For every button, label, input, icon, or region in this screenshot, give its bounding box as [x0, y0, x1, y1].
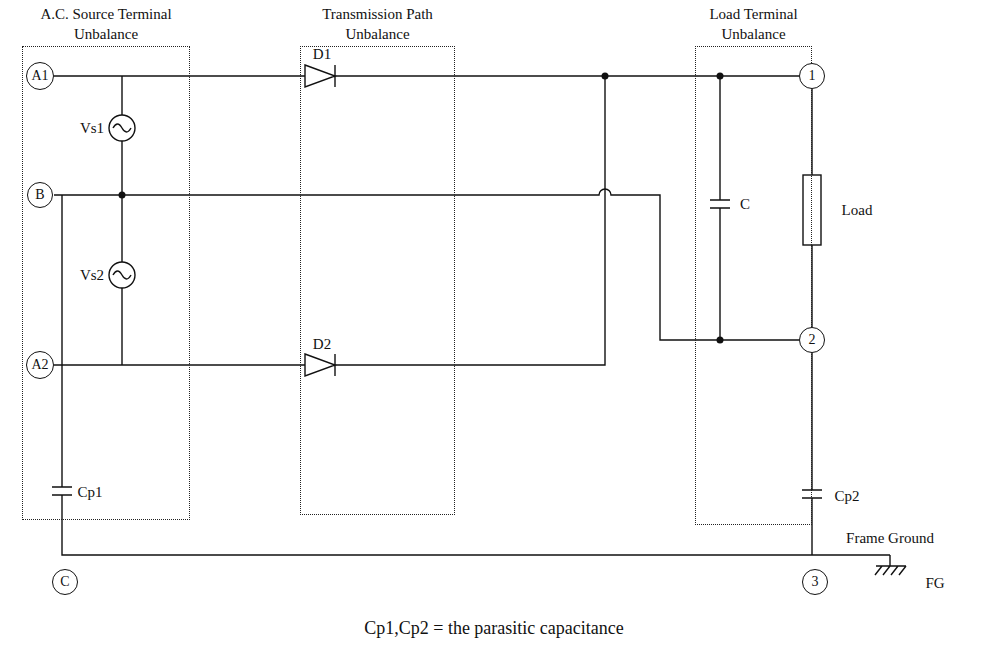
- section-subheading: Unbalance: [22, 24, 190, 44]
- figure-caption: Cp1,Cp2 = the parasitic capacitance: [364, 619, 624, 639]
- dotted-border: [22, 46, 190, 520]
- capacitor-name: Cp2: [834, 488, 859, 505]
- wire: [62, 195, 890, 555]
- wire: [121, 76, 122, 195]
- ground-name: FG: [925, 575, 944, 592]
- terminal-circle: 2: [799, 327, 825, 353]
- resistor-symbol: [803, 175, 821, 245]
- capacitor-name: C: [740, 196, 750, 213]
- section-subheading: Unbalance: [300, 24, 455, 44]
- capacitor-symbol: [52, 487, 72, 495]
- terminal-circle: A1: [26, 62, 54, 90]
- terminal-circle: C: [52, 569, 78, 595]
- diode-symbol: [305, 354, 335, 376]
- sine-mark: [113, 271, 131, 279]
- ac-source-symbol: [109, 115, 135, 141]
- diode-symbol: [305, 65, 335, 87]
- terminal-label: 1: [809, 69, 816, 83]
- wire: [54, 189, 799, 340]
- terminal-label: B: [35, 188, 44, 202]
- section-heading: Load Terminal: [695, 4, 812, 24]
- dotted-border: [695, 46, 812, 525]
- ground-name: Frame Ground: [846, 530, 934, 547]
- dotted-border: [300, 46, 455, 515]
- wire-group: [52, 65, 906, 575]
- section-heading: A.C. Source Terminal: [22, 4, 190, 24]
- wire: [54, 75, 305, 76]
- source-name: Vs2: [80, 267, 104, 284]
- load-name: Load: [842, 202, 873, 219]
- sine-mark: [113, 124, 131, 132]
- junction-dot: [602, 73, 609, 80]
- junction-dot: [717, 337, 724, 344]
- terminal-label: A1: [31, 69, 48, 83]
- ac-source-symbol: [109, 262, 135, 288]
- terminal-circle: A2: [26, 351, 54, 379]
- terminal-label: C: [60, 575, 69, 589]
- wire: [335, 76, 605, 365]
- source-name: Vs1: [80, 120, 104, 137]
- section-heading: Transmission Path: [300, 4, 455, 24]
- diode-name: D1: [313, 46, 331, 63]
- terminal-circle: 3: [802, 569, 828, 595]
- junction-dot: [119, 192, 126, 199]
- wire: [121, 195, 122, 365]
- terminal-circle: 1: [799, 63, 825, 89]
- terminal-circle: B: [27, 182, 53, 208]
- wire: [335, 75, 799, 76]
- wire-group: [119, 73, 724, 344]
- capacitor-name: Cp1: [77, 484, 102, 501]
- section-subheading: Unbalance: [695, 24, 812, 44]
- junction-dot: [717, 73, 724, 80]
- dotted-section-box: Load TerminalUnbalance12: [695, 4, 812, 525]
- ground-symbol: [875, 555, 906, 575]
- terminal-label: 3: [812, 575, 819, 589]
- capacitor-symbol: [802, 490, 822, 498]
- capacitor-symbol: [710, 200, 730, 208]
- terminal-label: A2: [31, 358, 48, 372]
- dotted-section-box: A.C. Source TerminalUnbalanceA1B A2: [22, 4, 190, 520]
- diode-name: D2: [313, 336, 331, 353]
- wire: [54, 364, 305, 365]
- dotted-section-box: Transmission PathUnbalance: [300, 4, 455, 515]
- terminal-label: 2: [809, 333, 816, 347]
